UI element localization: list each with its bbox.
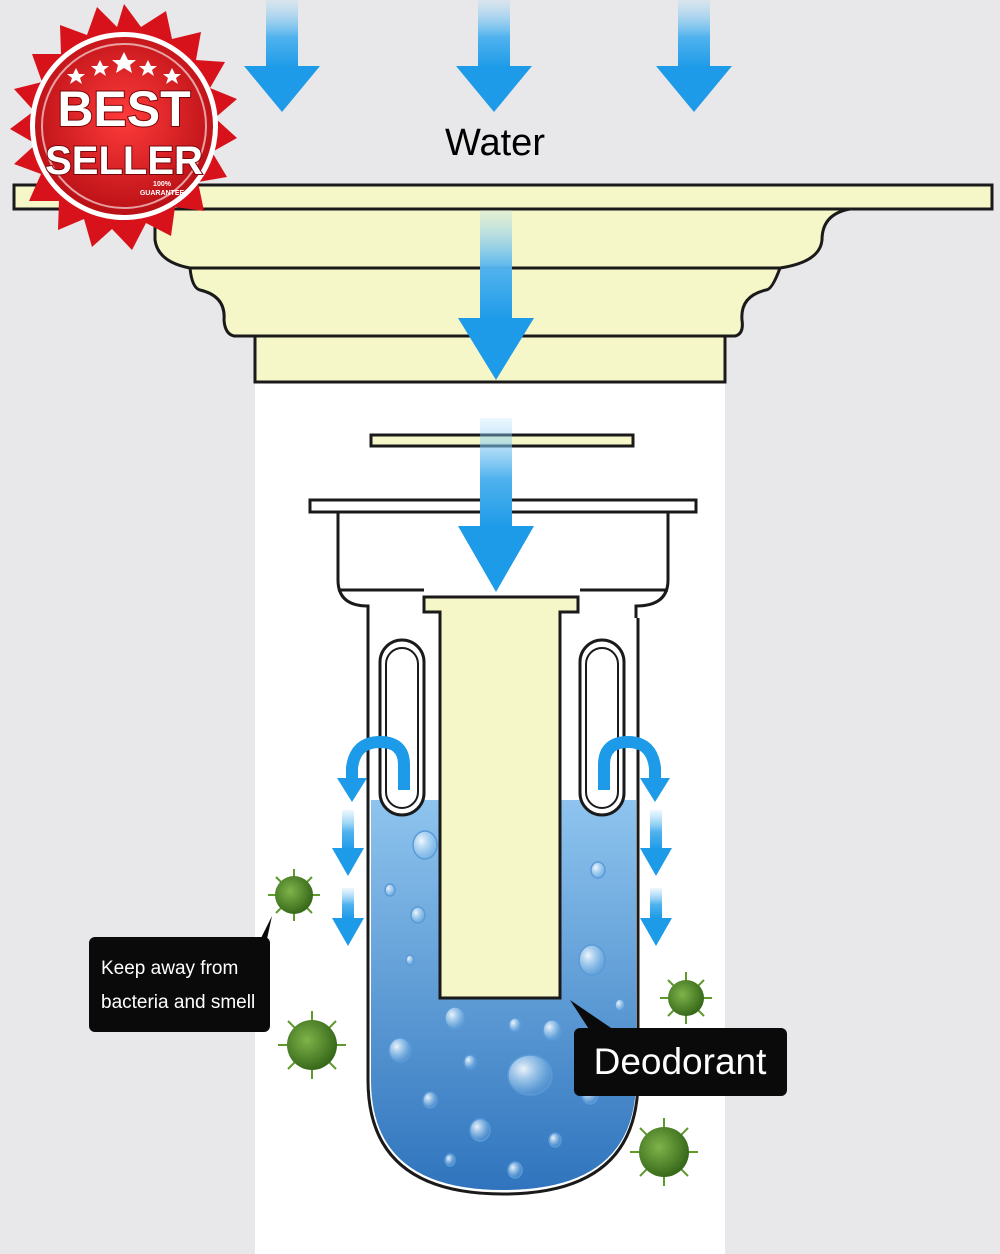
bacteria-icon [278,1011,346,1079]
best-seller-badge: BEST SELLER 100% GUARANTEE [10,4,237,250]
water-arrows-top [244,0,732,112]
bacteria-icon [268,869,320,921]
water-label: Water [445,122,545,164]
overflow-arrow-left-icon [337,735,410,802]
core-stem [422,595,580,1000]
core-slot-left [378,638,426,817]
keep-away-callout: Keep away from bacteria and smell [89,916,272,1032]
bacteria-icon [630,1118,698,1186]
u-tube [366,618,640,1196]
core-slot-right [578,638,626,817]
water-arrow-icon [656,0,732,112]
keep-away-text-line2: bacteria and smell [101,992,255,1013]
keep-away-text-line1: Keep away from [101,958,238,979]
badge-title: BEST [57,81,190,137]
deodorant-label: Deodorant [594,1041,768,1082]
water-arrow-core-icon [458,418,534,592]
badge-stars-icon [67,52,181,84]
overflow-arrow-right-icon [598,735,670,802]
deodorant-callout: Deodorant [570,1000,787,1096]
badge-small-line1: 100% [153,181,172,188]
water-arrow-icon [244,0,320,112]
water-arrow-icon [456,0,532,112]
side-arrows-right [640,810,672,946]
water-arrow-center-icon [458,210,534,380]
water-bubbles [384,830,626,1179]
side-arrows-left [332,810,364,946]
badge-subtitle: SELLER [45,139,203,183]
badge-small-line2: GUARANTEE [140,190,185,197]
bacteria-icon [660,972,712,1024]
